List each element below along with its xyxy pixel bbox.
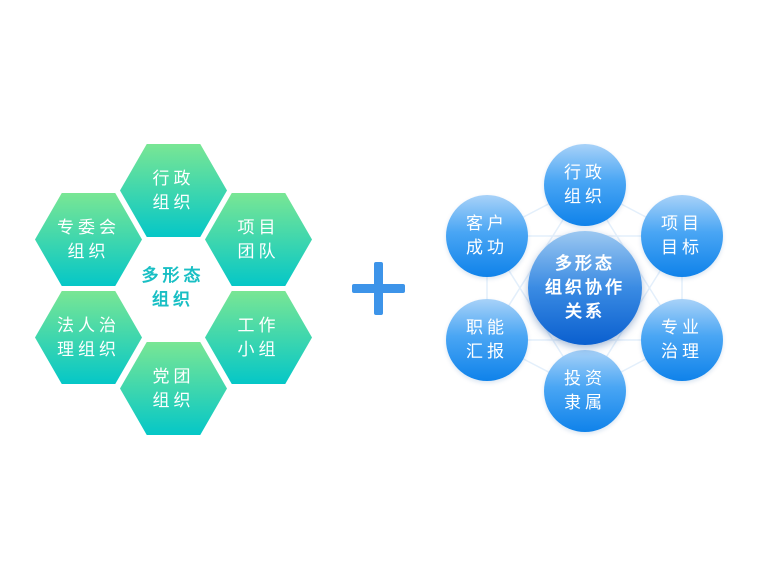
hex-center-label: 多形态 组织 — [141, 266, 205, 310]
circle-label: 客户 成功 — [466, 214, 508, 258]
hex-label: 项目 团队 — [237, 217, 280, 262]
circle-label: 项目 目标 — [661, 214, 703, 258]
circle-admin: 行政 组织 — [544, 144, 626, 226]
hex-label: 工作 小组 — [237, 315, 280, 360]
hex-label: 党团 组织 — [152, 366, 195, 411]
circle-project-goal: 项目 目标 — [641, 195, 723, 277]
circle-center: 多形态 组织协作 关系 — [528, 231, 642, 345]
hex-label: 专委会 组织 — [57, 217, 120, 262]
circle-label: 投资 隶属 — [564, 369, 606, 413]
hex-label: 行政 组织 — [152, 168, 195, 213]
circle-label: 行政 组织 — [564, 163, 606, 207]
circle-professional: 专业 治理 — [641, 299, 723, 381]
circle-functional: 职能 汇报 — [446, 299, 528, 381]
circle-label: 专业 治理 — [661, 318, 703, 362]
circle-label: 职能 汇报 — [466, 318, 508, 362]
circle-customer: 客户 成功 — [446, 195, 528, 277]
circle-investment: 投资 隶属 — [544, 350, 626, 432]
circle-center-label: 多形态 组织协作 关系 — [545, 254, 625, 322]
hex-label: 法人治 理组织 — [57, 315, 120, 360]
